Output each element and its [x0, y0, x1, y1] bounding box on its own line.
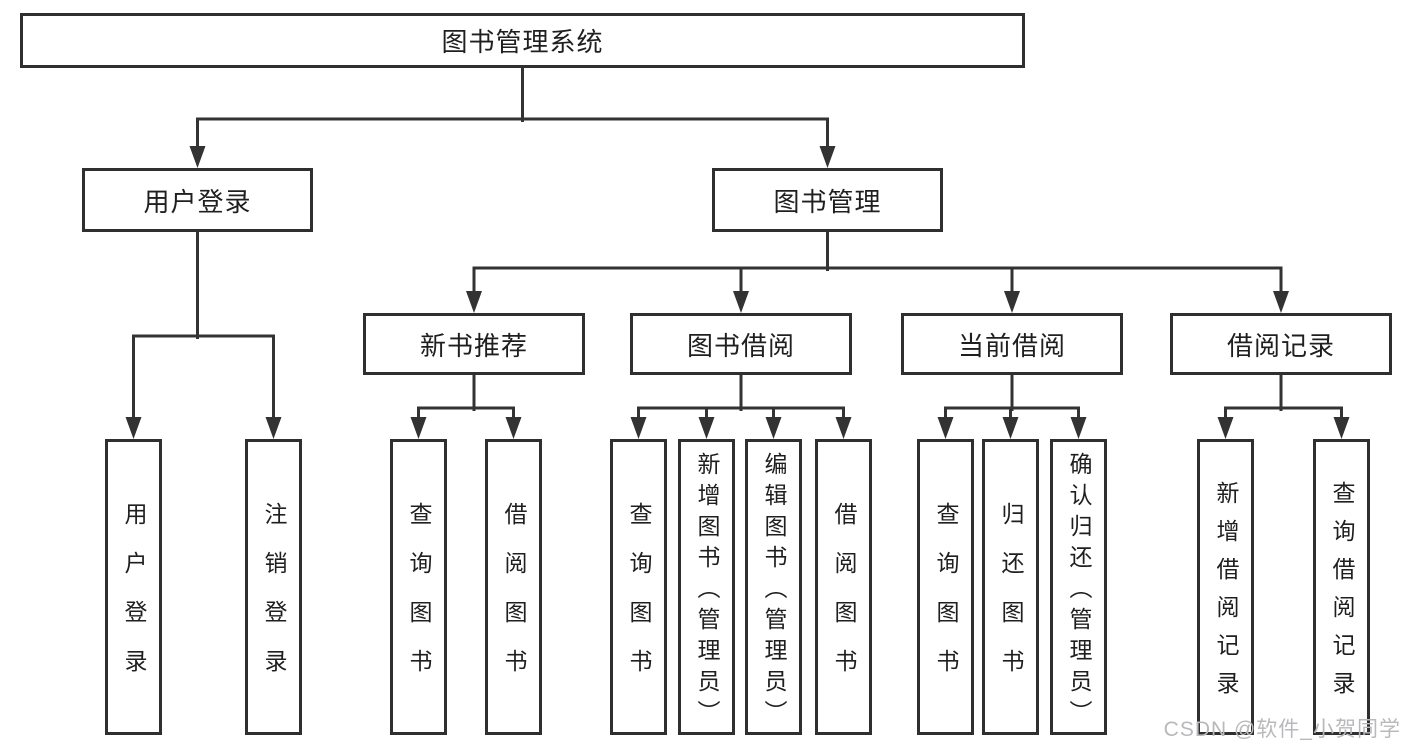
- arrow-down-icon: [265, 417, 282, 439]
- arrow-down-icon: [1002, 417, 1019, 439]
- node-new-book-recommend: 新书推荐: [363, 313, 585, 375]
- leaf-bb-query-books: 查询图书: [610, 439, 667, 735]
- leaf-cb-return-books: 归还图书: [982, 439, 1039, 735]
- arrow-down-icon: [125, 417, 142, 439]
- leaf-label: 新增借阅记录: [1213, 480, 1239, 709]
- arrow-down-icon: [733, 291, 749, 313]
- node-book-borrow: 图书借阅: [630, 313, 852, 375]
- arrow-down-icon: [765, 417, 782, 439]
- leaf-label: 新增图书（管理员）: [694, 451, 720, 731]
- leaf-bb-edit-books-admin: 编辑图书（管理员）: [745, 439, 802, 735]
- leaf-nb-borrow-books: 借阅图书: [485, 439, 542, 735]
- arrow-down-icon: [1217, 417, 1234, 439]
- leaf-label: 查询图书: [933, 502, 959, 698]
- arrow-down-icon: [698, 417, 715, 439]
- arrow-down-icon: [835, 417, 852, 439]
- node-label: 借阅记录: [1226, 330, 1335, 361]
- node-label: 新书推荐: [419, 330, 528, 361]
- arrow-down-icon: [819, 146, 836, 168]
- leaf-logout-login: 注销登录: [245, 439, 302, 735]
- leaf-label: 借阅图书: [501, 502, 527, 698]
- node-label: 图书管理系统: [441, 27, 604, 57]
- leaf-label: 查询图书: [406, 502, 432, 698]
- leaf-user-login: 用户登录: [105, 439, 162, 735]
- leaf-br-add-borrow-record: 新增借阅记录: [1197, 439, 1254, 735]
- leaf-cb-query-books: 查询图书: [917, 439, 974, 735]
- leaf-label: 归还图书: [998, 502, 1024, 698]
- node-library-system: 图书管理系统: [20, 13, 1025, 68]
- arrow-down-icon: [937, 417, 954, 439]
- leaf-label: 编辑图书（管理员）: [761, 451, 787, 731]
- node-borrow-records: 借阅记录: [1170, 313, 1392, 375]
- node-label: 当前借阅: [957, 330, 1066, 361]
- node-label: 图书管理: [773, 186, 882, 217]
- arrow-down-icon: [410, 417, 427, 439]
- arrow-down-icon: [1004, 291, 1020, 313]
- node-user-login: 用户登录: [82, 168, 313, 232]
- node-current-borrow: 当前借阅: [901, 313, 1123, 375]
- leaf-label: 注销登录: [261, 502, 287, 698]
- leaf-cb-confirm-return-admin: 确认归还（管理员）: [1050, 439, 1107, 735]
- arrow-down-icon: [1333, 417, 1350, 439]
- csdn-watermark: CSDN @软件_小贺同学: [1163, 718, 1401, 741]
- leaf-bb-borrow-books: 借阅图书: [815, 439, 872, 735]
- leaf-bb-add-books-admin: 新增图书（管理员）: [678, 439, 735, 735]
- leaf-label: 查询借阅记录: [1329, 480, 1355, 709]
- leaf-label: 借阅图书: [831, 502, 857, 698]
- leaf-label: 确认归还（管理员）: [1066, 451, 1092, 731]
- node-label: 用户登录: [143, 186, 252, 217]
- node-book-management: 图书管理: [712, 168, 943, 232]
- arrow-down-icon: [630, 417, 647, 439]
- leaf-label: 用户登录: [121, 502, 147, 698]
- arrow-down-icon: [466, 291, 482, 313]
- leaf-label: 查询图书: [626, 502, 652, 698]
- arrow-down-icon: [1273, 291, 1289, 313]
- leaf-br-query-borrow-record: 查询借阅记录: [1313, 439, 1370, 735]
- node-label: 图书借阅: [686, 330, 795, 361]
- arrow-down-icon: [1070, 417, 1087, 439]
- arrow-down-icon: [189, 146, 206, 168]
- leaf-nb-query-books: 查询图书: [390, 439, 447, 735]
- arrow-down-icon: [505, 417, 522, 439]
